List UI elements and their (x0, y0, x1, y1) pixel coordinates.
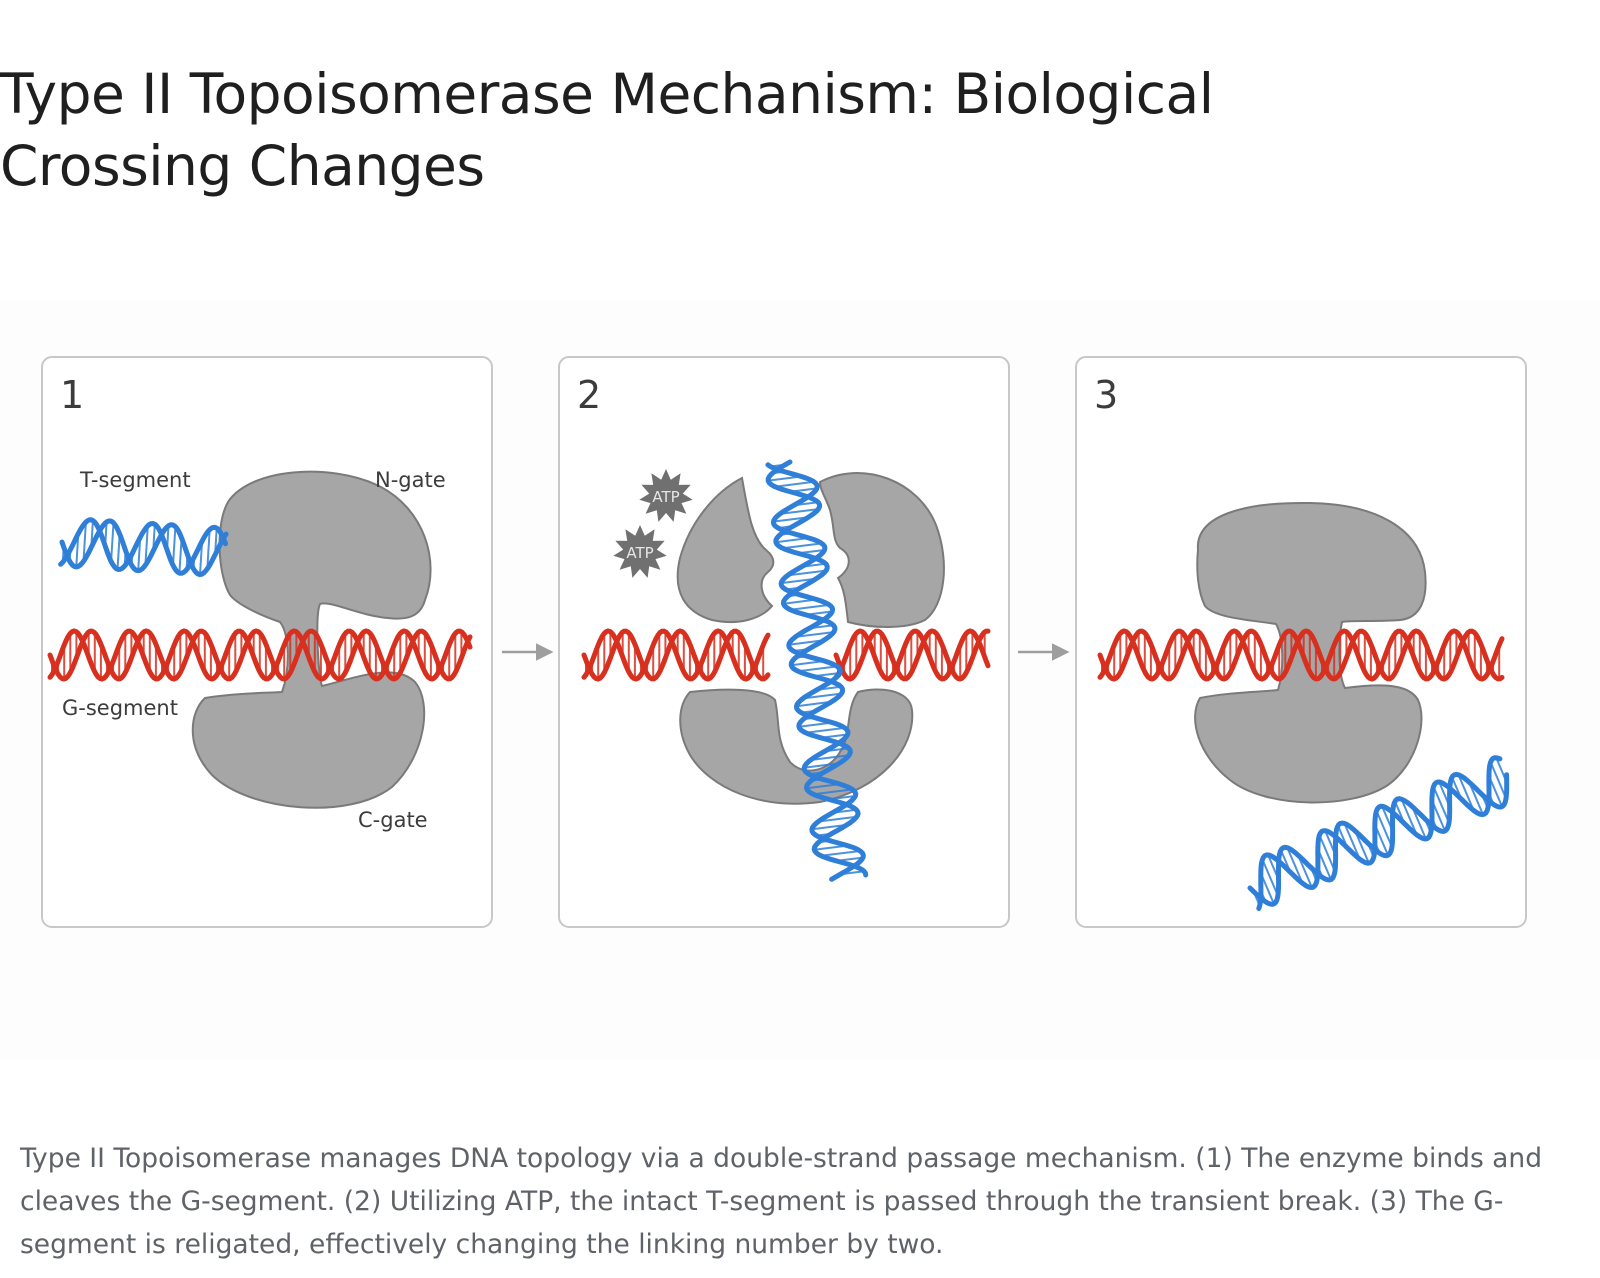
dna-backbone-strand-2 (47, 628, 473, 682)
panel-3: 3 (1075, 356, 1527, 928)
n-gate-label: N-gate (375, 468, 446, 492)
dna-backbone-strand-2 (1256, 755, 1503, 911)
dna-base-pair (810, 754, 850, 761)
panel-2: 2 ATP ATP (558, 356, 1010, 928)
dna-base-pair (805, 726, 845, 734)
dna-base-pair (144, 525, 149, 566)
g-segment-dna-right-half (833, 628, 991, 682)
atp-starburst (639, 469, 693, 522)
dna-base-pair (795, 631, 834, 638)
dna-backbone-strand-2 (581, 628, 771, 682)
atp-star-1 (639, 469, 693, 522)
dna-base-pair (818, 815, 857, 823)
t-segment-dna (58, 517, 229, 578)
figure-caption: Type II Topoisomerase manages DNA topolo… (20, 1143, 1543, 1260)
panel-1: 1 T-segment N-gate G-segment C-gate (41, 356, 493, 928)
t-segment-label: T-segment (79, 468, 191, 492)
g-segment-label: G-segment (62, 696, 178, 720)
g-segment-dna-left-half (581, 628, 771, 682)
dna-base-pair (172, 526, 177, 566)
dna-base-pair (1457, 774, 1475, 811)
dna-base-pair (82, 521, 87, 562)
dna-backbone-strand-2 (58, 517, 228, 576)
atp-label-1: ATP (652, 488, 679, 506)
dna-base-pair (1343, 823, 1361, 860)
atp-star-2 (613, 525, 667, 578)
dna-backbone-strand-1 (1247, 771, 1510, 907)
t-segment-dna-passing (765, 459, 869, 882)
dna-backbone-strand-2 (833, 628, 991, 682)
g-segment-dna-religated (1097, 628, 1505, 682)
dna-backbone-strand-2 (1097, 628, 1505, 682)
enzyme-n-gate-right (818, 472, 945, 628)
dna-base-pair (782, 542, 822, 550)
dna-base-pair (813, 788, 853, 796)
enzyme-topoisomerase (191, 470, 432, 809)
page-title: Type II Topoisomerase Mechanism: Biologi… (0, 62, 1214, 198)
dna-base-pair (206, 529, 211, 569)
atp-starburst (613, 525, 667, 578)
atp-label-2: ATP (626, 544, 653, 562)
dna-backbone-strand-1 (833, 628, 991, 682)
dna-backbone-strand-1 (59, 518, 229, 578)
dna-base-pair (774, 480, 815, 488)
dna-base-pair (820, 850, 861, 857)
dna-base-pair (1489, 761, 1507, 799)
panel-3-number: 3 (1094, 373, 1118, 417)
mechanism-figure: 1 T-segment N-gate G-segment C-gate 2 AT… (0, 300, 1600, 1060)
panel-2-number: 2 (577, 373, 601, 417)
t-segment-dna-released (1247, 755, 1510, 911)
dna-backbone-strand-1 (47, 628, 473, 682)
dna-base-pair (797, 665, 838, 673)
dna-backbone-strand-1 (765, 459, 869, 878)
dna-base-pair (802, 692, 842, 700)
c-gate-label: C-gate (358, 808, 428, 832)
dna-backbone-strand-1 (581, 628, 771, 682)
dna-base-pair (1400, 798, 1418, 836)
dna-base-pair (110, 522, 115, 562)
enzyme-n-gate-left (676, 476, 775, 624)
dna-backbone-strand-2 (765, 462, 866, 882)
dna-base-pair (1286, 847, 1304, 884)
dna-base-pair (1432, 786, 1450, 824)
dna-base-pair (787, 569, 827, 577)
dna-base-pair (779, 508, 819, 515)
dna-base-pair (1318, 834, 1336, 872)
panel-1-number: 1 (60, 373, 84, 417)
dna-base-pair (1375, 810, 1393, 848)
dna-base-pair (1261, 859, 1279, 896)
g-segment-dna (47, 628, 473, 682)
enzyme-c-gate (679, 688, 914, 805)
dna-base-pair (790, 603, 830, 611)
